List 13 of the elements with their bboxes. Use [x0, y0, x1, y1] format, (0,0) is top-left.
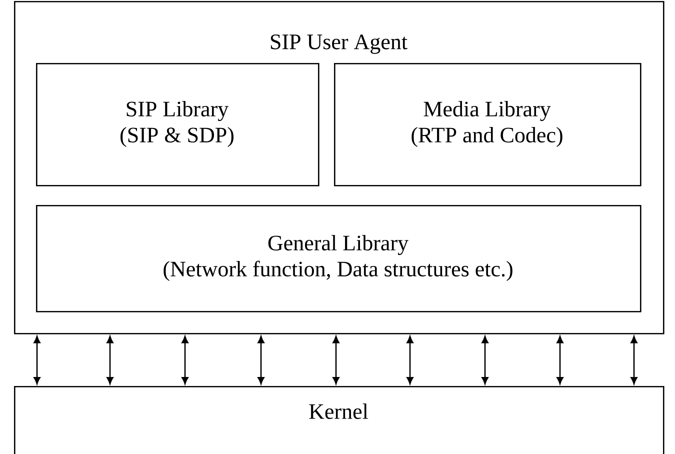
- kernel-box: Kernel: [14, 386, 664, 454]
- library-box: SIP Library (SIP & SDP): [36, 63, 320, 186]
- library-box: Media Library (RTP and Codec): [334, 63, 642, 186]
- library-box: General Library (Network function, Data structures etc.): [36, 204, 642, 312]
- double-arrow: [106, 336, 114, 384]
- double-arrow: [482, 336, 488, 384]
- double-arrow: [34, 336, 40, 384]
- double-arrow: [182, 336, 188, 384]
- double-arrow: [406, 336, 414, 384]
- double-arrow: [556, 336, 564, 384]
- double-arrow: [332, 336, 340, 384]
- double-arrow: [630, 336, 638, 384]
- double-arrow: [258, 336, 264, 384]
